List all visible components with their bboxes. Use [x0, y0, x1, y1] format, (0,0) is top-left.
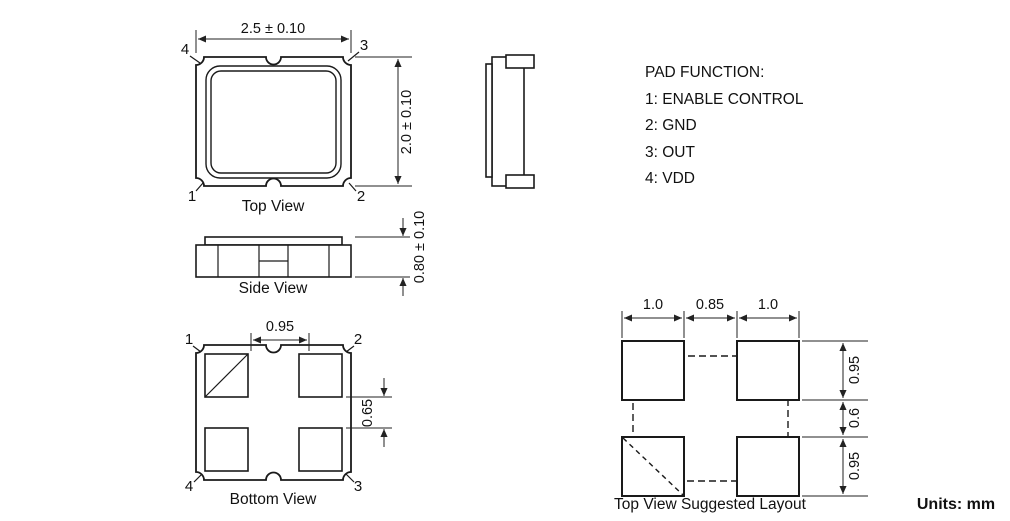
top-view-cavity-outline — [210, 70, 337, 174]
leader-line — [193, 473, 203, 483]
top-view-outline — [195, 56, 352, 187]
layout-gap-x-dimension: 0.85 — [696, 297, 724, 313]
layout-package-outline-dashed — [632, 355, 789, 482]
layout-pad-bottom-right — [736, 436, 800, 497]
bottom-view: 0.95 0.65 1 2 4 3 Bottom View — [185, 319, 392, 508]
pad-function-legend: PAD FUNCTION: 1: ENABLE CONTROL 2: GND 3… — [645, 64, 804, 187]
bottom-view-pad-3 — [298, 427, 343, 472]
leader-line — [192, 345, 202, 353]
leader-line — [347, 51, 360, 62]
pad-function-title: PAD FUNCTION: — [645, 64, 764, 81]
top-view-height-dimension: 2.0 ± 0.10 — [399, 90, 415, 154]
pad-function-item-1: 1: ENABLE CONTROL — [645, 91, 804, 108]
top-view-label: Top View — [242, 198, 305, 215]
pad-function-item-3: 3: OUT — [645, 144, 695, 161]
pin1-chamfer-line — [204, 353, 249, 398]
layout-pad-top-right — [736, 340, 800, 401]
layout-pad-width-left-dimension: 1.0 — [643, 297, 663, 313]
side-view-thickness-dimension: 0.80 ± 0.10 — [412, 211, 428, 283]
units-label: Units: mm — [917, 496, 995, 513]
suggested-layout-label: Top View Suggested Layout — [614, 496, 807, 513]
layout-pad-height-bottom-dimension: 0.95 — [847, 452, 863, 480]
bottom-view-pad-gap-y-dimension: 0.65 — [360, 399, 376, 427]
side-view: 0.80 ± 0.10 Side View — [195, 211, 428, 297]
leader-line — [345, 345, 355, 353]
layout-pad-top-left — [621, 340, 685, 401]
bottom-view-pin-1-label: 1 — [185, 331, 193, 348]
bottom-view-label: Bottom View — [230, 491, 318, 508]
end-view-lid-edge — [485, 63, 493, 178]
end-profile-view — [485, 54, 535, 189]
side-view-label: Side View — [239, 280, 308, 297]
top-view-width-dimension: 2.5 ± 0.10 — [241, 21, 305, 37]
end-view-top-pad — [505, 54, 535, 69]
suggested-layout: 1.0 0.85 1.0 0.95 0.6 0.95 Top View Sugg… — [614, 297, 868, 513]
top-view-pin-2-label: 2 — [357, 188, 365, 205]
bottom-view-pin-3-label: 3 — [354, 478, 362, 495]
bottom-view-pad-gap-x-dimension: 0.95 — [266, 319, 294, 335]
layout-gap-y-dimension: 0.6 — [847, 408, 863, 428]
top-view-pin-3-label: 3 — [360, 37, 368, 54]
leader-line — [345, 473, 355, 483]
layout-pad-width-right-dimension: 1.0 — [758, 297, 778, 313]
side-view-lid — [204, 236, 343, 246]
pad-function-item-2: 2: GND — [645, 117, 697, 134]
top-view: 2.5 ± 0.10 2.0 ± 0.10 4 3 1 2 Top View — [181, 21, 415, 215]
leader-line — [189, 55, 201, 64]
end-view-body — [491, 56, 525, 187]
layout-pad-height-top-dimension: 0.95 — [847, 356, 863, 384]
leader-line — [195, 182, 204, 192]
top-view-lid-outline — [205, 65, 342, 179]
bottom-view-pin-4-label: 4 — [185, 478, 193, 495]
leader-line — [348, 182, 357, 192]
top-view-pin-4-label: 4 — [181, 41, 189, 58]
top-view-pin-1-label: 1 — [188, 188, 196, 205]
pad-function-item-4: 4: VDD — [645, 170, 695, 187]
bottom-view-pin-2-label: 2 — [354, 331, 362, 348]
layout-pin1-marker — [622, 437, 684, 496]
bottom-view-pad-4 — [204, 427, 249, 472]
end-view-bottom-pad — [505, 174, 535, 189]
bottom-view-pad-2 — [298, 353, 343, 398]
